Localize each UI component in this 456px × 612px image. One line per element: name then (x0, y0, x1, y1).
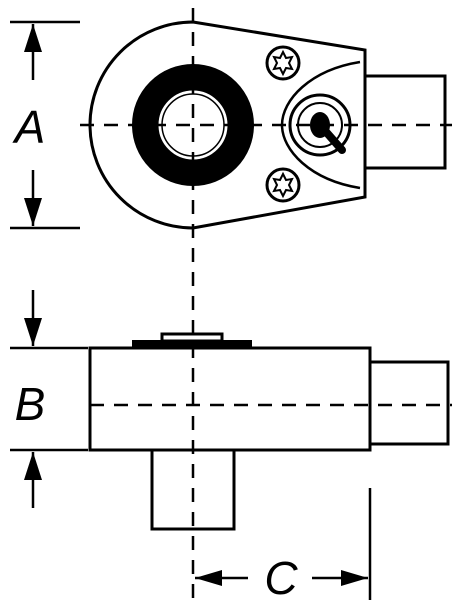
side-square-drive (368, 360, 450, 446)
top-square-drive (363, 74, 447, 170)
dimension-b-label: B (15, 378, 46, 430)
dimension-c-label: C (264, 552, 298, 604)
top-view (80, 20, 452, 230)
dimension-b: B (10, 290, 88, 508)
top-drive-hole (155, 87, 231, 163)
top-torx-screw-upper (265, 45, 301, 81)
dimension-a-label: A (12, 101, 46, 153)
top-torx-screw-lower (265, 167, 301, 203)
dimension-c: C (195, 488, 372, 604)
dimension-a: A (10, 20, 80, 230)
side-head-body (88, 346, 372, 452)
side-cap-boss (160, 332, 224, 343)
side-view (88, 332, 452, 531)
